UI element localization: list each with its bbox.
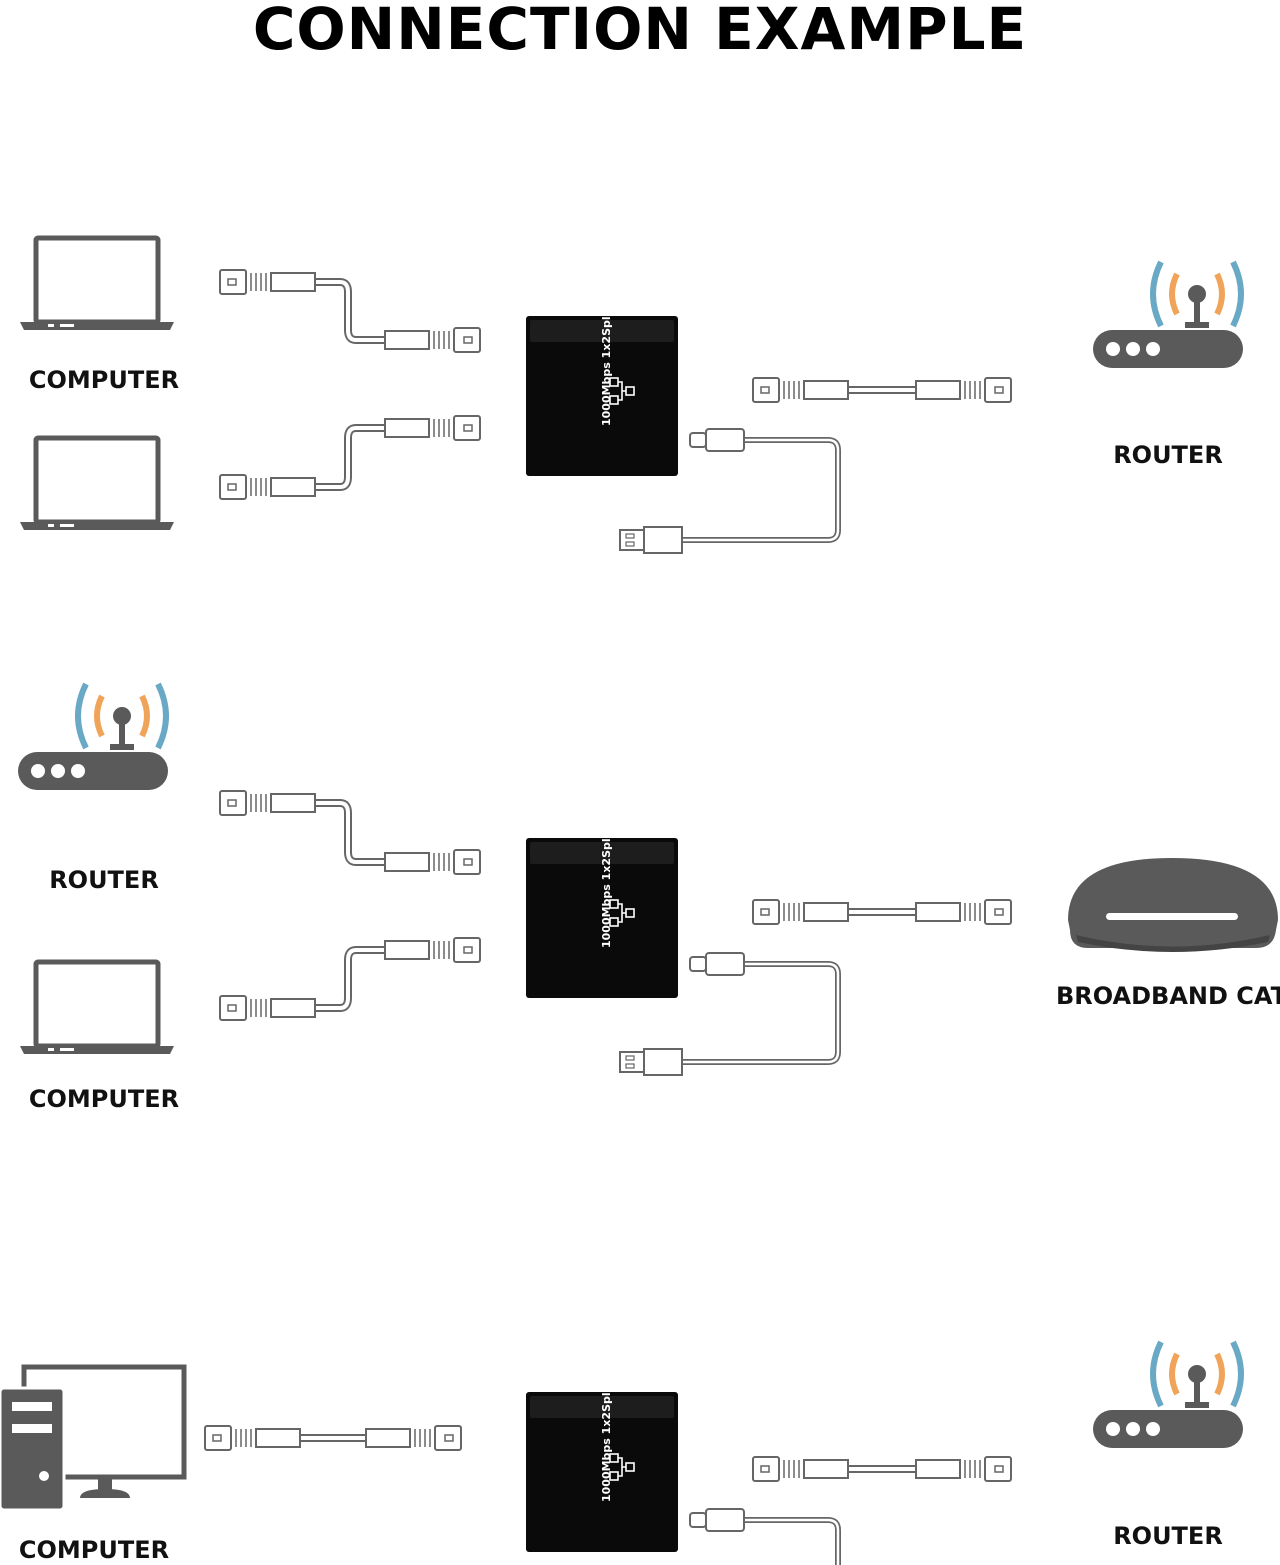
ethernet-plug-icon [915, 899, 1012, 925]
laptop-icon [20, 438, 174, 530]
ethernet-plug-icon [219, 474, 316, 500]
ethernet-plug-icon [384, 415, 481, 441]
label-broadband-cat: BROADBAND CAT [1056, 982, 1280, 1010]
label-router: ROUTER [1113, 441, 1223, 469]
ethernet-plug-icon [219, 995, 316, 1021]
router-icon [18, 684, 168, 790]
ethernet-plug-icon [365, 1425, 462, 1451]
laptop-icon [20, 238, 174, 330]
ethernet-plug-icon [752, 377, 849, 403]
router-icon [1093, 1342, 1243, 1448]
usb-c-plug-icon [689, 428, 745, 452]
splitter-device-icon [525, 809, 679, 999]
usb-a-plug-icon [619, 1048, 683, 1076]
label-router: ROUTER [1113, 1522, 1223, 1550]
label-router: ROUTER [49, 866, 159, 894]
label-computer: COMPUTER [28, 1085, 180, 1113]
label-computer: COMPUTER [28, 366, 180, 394]
label-computer: COMPUTER [18, 1536, 170, 1564]
ethernet-plug-icon [915, 377, 1012, 403]
router-icon [1093, 262, 1243, 368]
ethernet-plug-icon [384, 327, 481, 353]
ethernet-plug-icon [204, 1425, 301, 1451]
broadband-modem-icon [1068, 858, 1278, 952]
ethernet-plug-icon [384, 849, 481, 875]
ethernet-plug-icon [752, 1456, 849, 1482]
scenario-3 [0, 1342, 1243, 1565]
usb-c-plug-icon [689, 1508, 745, 1532]
scenario-2 [18, 684, 1278, 1076]
laptop-icon [20, 962, 174, 1054]
ethernet-plug-icon [752, 899, 849, 925]
splitter-device-icon [525, 1363, 679, 1553]
ethernet-plug-icon [219, 269, 316, 295]
usb-a-plug-icon [619, 526, 683, 554]
page-title: CONNECTION EXAMPLE [252, 0, 1028, 63]
splitter-device-icon [525, 287, 679, 477]
ethernet-plug-icon [915, 1456, 1012, 1482]
ethernet-plug-icon [219, 790, 316, 816]
scenario-1 [20, 238, 1243, 554]
desktop-computer-icon [0, 1364, 187, 1512]
usb-c-plug-icon [689, 952, 745, 976]
ethernet-plug-icon [384, 937, 481, 963]
